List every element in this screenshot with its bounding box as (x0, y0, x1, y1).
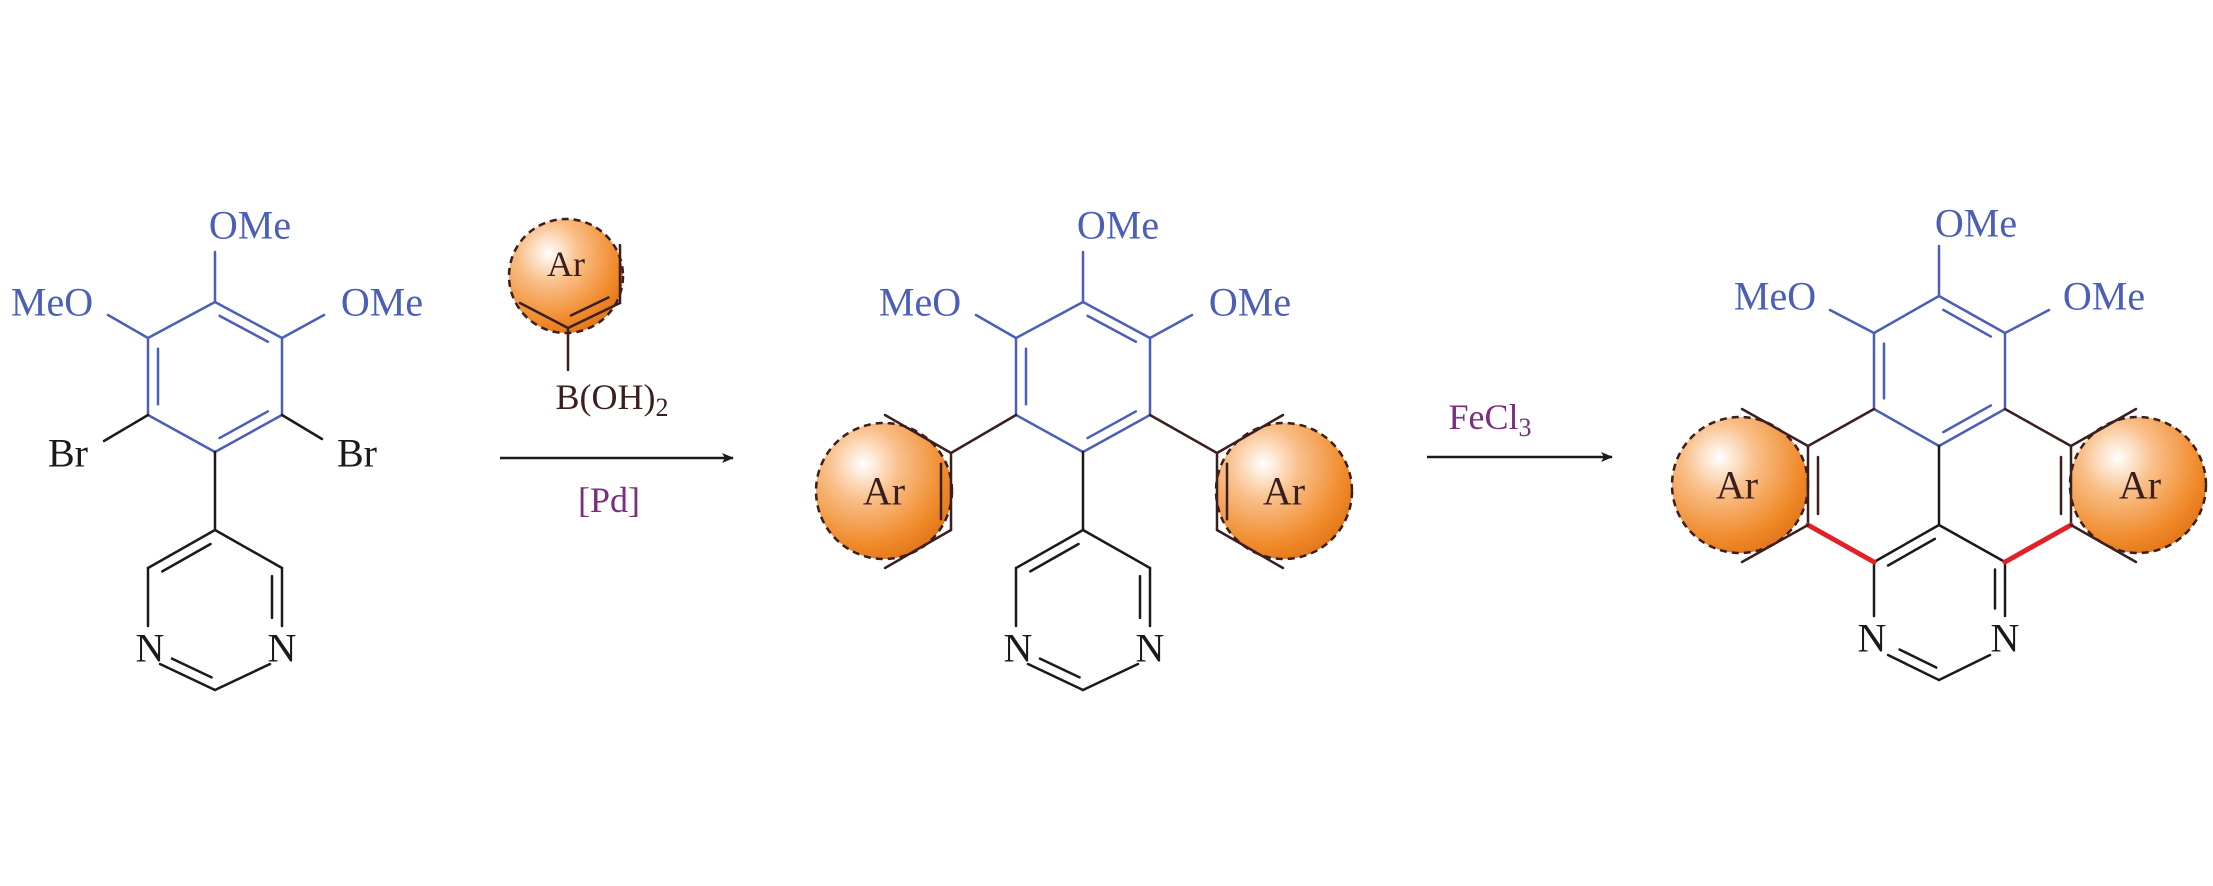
bond (1828, 308, 1876, 335)
aryl-label: Ar (2119, 463, 2161, 508)
intermediate: OMe MeO OMe Ar Ar N N (863, 203, 1305, 671)
bond (146, 528, 217, 570)
double-bond-line (1942, 308, 1993, 338)
double-bond-line (161, 542, 212, 573)
bond (280, 413, 324, 441)
bond (1937, 294, 2007, 335)
aryl-circles (507, 217, 2208, 561)
bond (949, 413, 1018, 455)
bond (1081, 662, 1140, 692)
bond (280, 313, 326, 340)
bond (1026, 662, 1085, 692)
methoxy-label: OMe (1209, 280, 1291, 325)
double-bond-line (218, 410, 270, 440)
nitrogen-label: N (136, 626, 165, 671)
starting-material: OMe MeO OMe Br Br N N (11, 203, 423, 671)
bond (2069, 407, 2138, 448)
aryl-label: Ar (1263, 469, 1305, 514)
oxidant-subscript: 3 (1519, 413, 1532, 442)
bond (1081, 528, 1152, 570)
double-bond-line (569, 296, 610, 317)
bond (1937, 407, 2007, 448)
boronic-acid-reagent: Ar B(OH)2 [Pd] (547, 244, 668, 520)
methoxy-label: MeO (1734, 274, 1816, 319)
bond (883, 413, 953, 455)
bond (1215, 528, 1285, 570)
methoxy-label: MeO (879, 280, 961, 325)
boronic-acid-subscript: 2 (655, 393, 668, 422)
bond (1872, 294, 1941, 335)
double-bond-line (1086, 410, 1138, 440)
double-bond-line (1942, 404, 1993, 434)
catalyst-label: [Pd] (578, 480, 640, 520)
double-bond-line (218, 314, 270, 344)
methoxy-label: OMe (1077, 203, 1159, 248)
bond (146, 300, 217, 340)
bond (2069, 523, 2138, 564)
methoxy-label: OMe (2063, 274, 2145, 319)
double-bond-line (1029, 542, 1080, 573)
double-bond-line (1898, 648, 1938, 669)
new-cc-bond (1805, 522, 1877, 565)
nitrogen-label: N (1991, 616, 2020, 661)
bond (1872, 407, 1941, 448)
bromo-label: Br (48, 431, 88, 476)
boronic-acid-main: B(OH) (556, 377, 656, 417)
bond (1886, 653, 1941, 682)
aryl-label: Ar (1716, 463, 1758, 508)
methoxy-label: OMe (1935, 201, 2017, 246)
double-bond-line (1086, 314, 1138, 344)
bond (213, 300, 284, 340)
bond (1148, 313, 1194, 340)
bonds (102, 243, 2138, 692)
product-aryl-circle-right (2068, 415, 2208, 555)
bromo-label: Br (337, 431, 377, 476)
aryl-label: Ar (547, 244, 585, 284)
bond (566, 301, 622, 330)
bond (518, 301, 570, 330)
methoxy-label: MeO (11, 280, 93, 325)
bond (1014, 300, 1085, 340)
bond (2003, 308, 2051, 335)
methoxy-label: OMe (209, 203, 291, 248)
bond (1081, 413, 1152, 454)
oxidant-main: FeCl (1448, 397, 1518, 437)
bond (213, 528, 284, 570)
boronic-acid-label: B(OH)2 (556, 377, 669, 422)
nitrogen-label: N (1136, 626, 1165, 671)
bond (1014, 528, 1085, 570)
double-bond-line (1038, 657, 1081, 679)
bond (1740, 407, 1810, 448)
bond (1937, 653, 1992, 682)
intermediate-aryl-circle-right (1214, 421, 1354, 561)
double-bond-line (1886, 537, 1937, 567)
oxidant-label: FeCl3 (1448, 397, 1531, 442)
bond (106, 313, 150, 340)
bond (102, 413, 150, 443)
bond (1148, 413, 1219, 455)
bond (1014, 413, 1085, 454)
aryl-label: Ar (863, 469, 905, 514)
nitrogen-label: N (268, 626, 297, 671)
new-cc-bond (2002, 522, 2074, 565)
bond (2003, 407, 2073, 448)
bond (1081, 300, 1152, 340)
nitrogen-label: N (1858, 616, 1887, 661)
bond (213, 662, 272, 692)
nitrogen-label: N (1004, 626, 1033, 671)
bond (974, 313, 1018, 340)
bond (1872, 523, 1941, 564)
methoxy-label: OMe (341, 280, 423, 325)
bond (1937, 523, 2007, 564)
bond (883, 528, 953, 570)
bond (1806, 407, 1876, 448)
double-bond-line (170, 657, 213, 679)
bond (146, 413, 217, 454)
product: OMe MeO OMe Ar Ar N N (1716, 201, 2161, 661)
bond (1740, 523, 1810, 564)
bond (213, 413, 284, 454)
bond (158, 662, 217, 692)
bond (1215, 413, 1285, 455)
